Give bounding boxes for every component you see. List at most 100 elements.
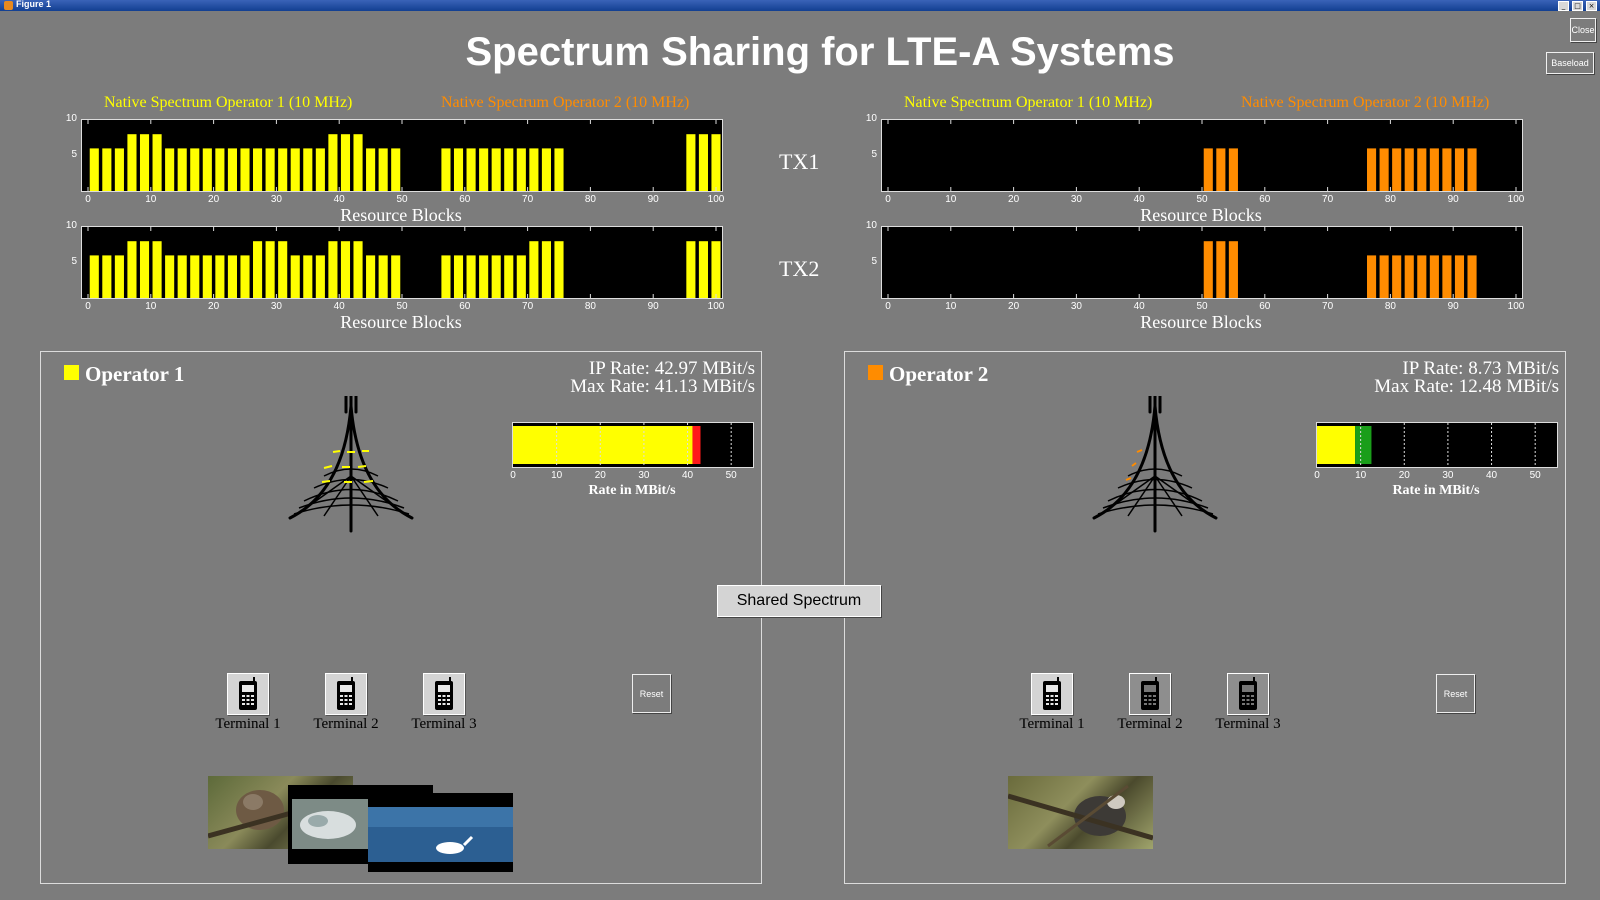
resource-block-bar (190, 148, 200, 191)
resource-block-bar (516, 148, 526, 191)
resource-block-bar (165, 148, 175, 191)
resource-block-bar (391, 255, 401, 298)
resource-block-bar (479, 255, 489, 298)
window-titlebar: Figure 1 _ □ × (0, 0, 1600, 11)
operator-1-terminal-1[interactable]: Terminal 1 (213, 673, 283, 733)
rate-fill-bar (513, 426, 693, 464)
x-tick-label: 20 (1008, 194, 1020, 205)
resource-block-bar (1429, 148, 1439, 191)
op1-spectrum-title-left: Native Spectrum Operator 1 (10 MHz) (104, 94, 353, 111)
resource-block-bar (152, 241, 162, 298)
operator-1-terminal-2[interactable]: Terminal 2 (311, 673, 381, 733)
resource-block-bar (1392, 148, 1402, 191)
resource-block-bar (366, 148, 376, 191)
resource-block-bar (491, 255, 501, 298)
x-tick-label: 90 (647, 301, 659, 312)
rate-tick-label: 30 (1442, 470, 1454, 481)
x-tick-label: 60 (459, 301, 471, 312)
resource-block-bar (529, 241, 539, 298)
x-tick-label: 0 (885, 301, 891, 312)
x-tick-label: 80 (584, 194, 596, 205)
operator-1-panel (40, 351, 762, 884)
phone-icon[interactable] (423, 673, 465, 715)
x-tick-label: 100 (707, 301, 725, 312)
operator-1-reset-button[interactable]: Reset (632, 674, 671, 713)
shared-spectrum-button[interactable]: Shared Spectrum (717, 585, 881, 617)
resource-block-bar (202, 255, 212, 298)
operator-2-terminal-3[interactable]: Terminal 3 (1213, 673, 1283, 733)
spectrum-chart-op1-tx2 (81, 226, 723, 299)
resource-block-bar (253, 241, 263, 298)
x-tick-label: 30 (1070, 194, 1082, 205)
spectrum-svg (87, 227, 721, 298)
x-tick-label: 0 (85, 301, 91, 312)
x-tick-label: 40 (1133, 194, 1145, 205)
spectrum-svg (87, 120, 721, 191)
x-axis-label: Resource Blocks (340, 312, 462, 332)
x-tick-label: 50 (396, 194, 408, 205)
resource-block-bar (1216, 241, 1226, 298)
phone-icon[interactable] (1129, 673, 1171, 715)
y-tick-label: 5 (871, 148, 877, 160)
resource-block-bar (1404, 255, 1414, 298)
operator-2-ip-rate: IP Rate: 8.73 MBit/s (1402, 358, 1559, 379)
tx1-label: TX1 (779, 149, 820, 174)
spectrum-svg (887, 227, 1517, 298)
page-title: Spectrum Sharing for LTE-A Systems (465, 30, 1175, 74)
resource-block-bar (190, 255, 200, 298)
phone-icon[interactable] (1031, 673, 1073, 715)
window-title: Figure 1 (16, 0, 52, 9)
rate-tick-label: 20 (1398, 470, 1410, 481)
spectrum-chart-op2-tx2 (881, 226, 1523, 299)
resource-block-bar (240, 148, 250, 191)
baseload-button[interactable]: Baseload (1546, 52, 1594, 74)
operator-1-terminal-3[interactable]: Terminal 3 (409, 673, 479, 733)
operator-1-max-rate: Max Rate: 41.13 MBit/s (570, 376, 755, 397)
x-tick-label: 80 (584, 301, 596, 312)
y-tick-label: 10 (865, 113, 877, 124)
operator-2-tower-icon (1088, 394, 1223, 539)
y-tick-label: 10 (865, 220, 877, 231)
resource-block-bar (711, 241, 721, 298)
operator-1-rates: IP Rate: 42.97 MBit/s Max Rate: 41.13 MB… (490, 359, 755, 397)
resource-block-bar (89, 148, 99, 191)
phone-icon[interactable] (1227, 673, 1269, 715)
resource-block-bar (328, 134, 338, 191)
resource-block-bar (1379, 255, 1389, 298)
x-axis-label: Resource Blocks (1140, 312, 1262, 332)
terminal-label: Terminal 1 (1019, 716, 1085, 732)
spectrum-chart-op1-tx1 (81, 119, 723, 192)
operator-2-terminal-2[interactable]: Terminal 2 (1115, 673, 1185, 733)
close-button[interactable]: Close (1570, 18, 1596, 42)
x-tick-label: 50 (1196, 194, 1208, 205)
operator-2-rate-axis-label: Rate in MBit/s (1392, 483, 1480, 498)
terminal-label: Terminal 1 (215, 716, 281, 732)
resource-block-bar (215, 255, 225, 298)
rate-tick-label: 30 (638, 470, 650, 481)
x-tick-label: 10 (945, 194, 957, 205)
operator-2-rate-bar (1316, 422, 1558, 468)
rate-delta-bar (692, 426, 701, 464)
phone-icon[interactable] (325, 673, 367, 715)
resource-block-bar (554, 148, 564, 191)
phone-icon[interactable] (227, 673, 269, 715)
maximize-icon[interactable]: □ (1572, 1, 1583, 11)
x-tick-label: 60 (1259, 194, 1271, 205)
x-tick-label: 0 (85, 194, 91, 205)
x-tick-label: 60 (1259, 301, 1271, 312)
resource-block-bar (127, 241, 137, 298)
operator-2-terminal-1[interactable]: Terminal 1 (1017, 673, 1087, 733)
resource-block-bar (1454, 255, 1465, 298)
x-tick-label: 70 (1322, 301, 1334, 312)
close-window-icon[interactable]: × (1586, 1, 1597, 11)
resource-block-bar (1442, 148, 1452, 191)
app-icon (4, 1, 13, 10)
x-tick-label: 30 (270, 301, 282, 312)
terminal-label: Terminal 2 (313, 716, 379, 732)
y-tick-label: 5 (871, 255, 877, 267)
resource-block-bar (202, 148, 212, 191)
minimize-icon[interactable]: _ (1558, 1, 1569, 11)
x-tick-label: 20 (208, 194, 220, 205)
resource-block-bar (1367, 148, 1377, 191)
operator-2-reset-button[interactable]: Reset (1436, 674, 1475, 713)
